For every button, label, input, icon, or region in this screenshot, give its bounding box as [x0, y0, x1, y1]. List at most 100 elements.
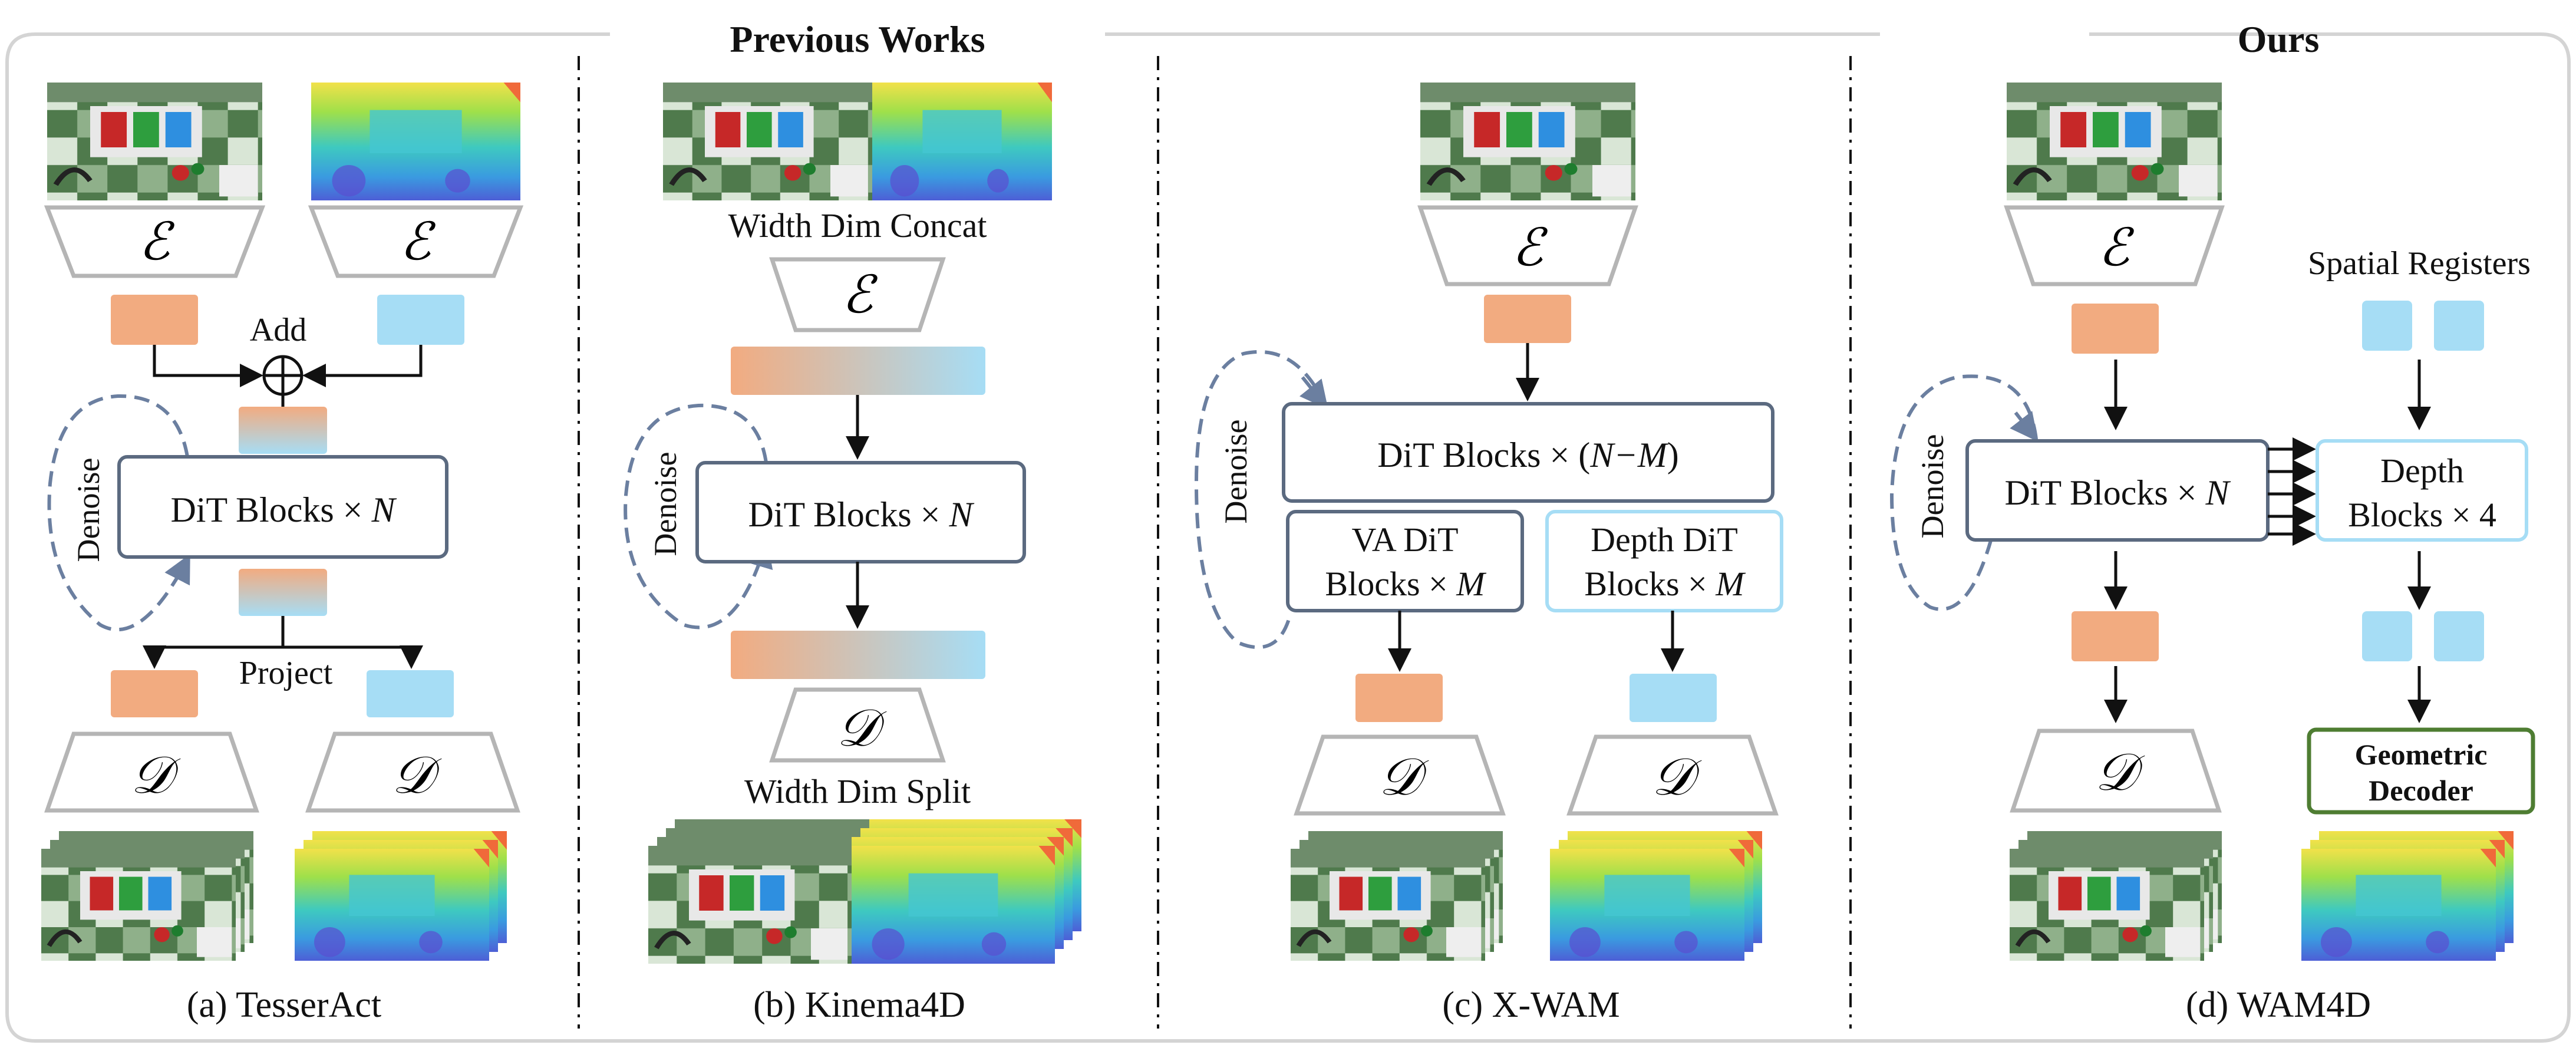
svg-text:ℰ: ℰ — [1512, 217, 1548, 278]
denoise-loop-arrowhead — [2010, 411, 2039, 442]
svg-text:Blocks × 4: Blocks × 4 — [2348, 496, 2496, 534]
rgb-decoder: 𝒟 — [44, 731, 259, 813]
depth-input-image — [872, 83, 1052, 200]
fused-token — [239, 407, 327, 454]
caption-xwam: (c) X-WAM — [1442, 985, 1620, 1025]
va-dit-blocks: VA DiT Blocks × M — [1286, 510, 1524, 612]
arrow-depth-to-add — [302, 345, 423, 387]
depth-register-output-token — [2434, 611, 2484, 661]
depth-register-output-token — [2362, 611, 2412, 661]
geometric-decoder: Geometric Decoder — [2307, 727, 2535, 815]
caption-tesseract: (a) TesserAct — [187, 985, 381, 1025]
svg-text:DiT Blocks × N: DiT Blocks × N — [170, 490, 397, 529]
dit-blocks: DiT Blocks × N — [117, 455, 448, 559]
rgb-output-token — [2072, 611, 2159, 661]
svg-text:Decoder: Decoder — [2369, 774, 2473, 807]
denoise-label: Denoise — [1915, 434, 1950, 539]
depth-output-token — [1630, 674, 1717, 722]
rgb-input-image — [2007, 83, 2222, 200]
svg-text:Depth DiT: Depth DiT — [1591, 520, 1738, 559]
depth-encoder: ℰ — [308, 205, 524, 278]
rgb-decoder: 𝒟 — [1294, 734, 1506, 816]
add-operator — [262, 355, 304, 396]
rgb-input-image — [663, 83, 872, 200]
denoised-token — [239, 569, 327, 616]
rgb-input-image — [47, 83, 262, 200]
svg-text:Blocks × M: Blocks × M — [1584, 565, 1746, 603]
frame-outline — [5, 32, 2571, 1043]
denoise-loop — [624, 403, 773, 630]
depth-output-token — [367, 670, 454, 717]
rgb-latent-token — [1484, 295, 1571, 343]
encoder: ℰ — [769, 257, 946, 332]
rgb-output-video — [41, 831, 253, 961]
panel-kinema4d: Width Dim Concat ℰ Denoise DiT Blocks × … — [624, 83, 1081, 1025]
add-label: Add — [250, 312, 306, 348]
arrow-rgb-to-add — [153, 345, 263, 387]
denoise-label: Denoise — [71, 458, 106, 562]
svg-text:ℰ: ℰ — [400, 211, 436, 272]
rgb-encoder: ℰ — [44, 205, 266, 278]
encoder: ℰ — [2004, 205, 2225, 286]
svg-text:DiT Blocks × (N−M): DiT Blocks × (N−M) — [1377, 436, 1679, 474]
svg-text:ℰ: ℰ — [842, 264, 878, 325]
svg-text:ℰ: ℰ — [138, 211, 174, 272]
depth-decoder: 𝒟 — [1566, 734, 1779, 816]
depth-output-video — [295, 831, 507, 961]
denoise-loop — [1194, 350, 1328, 650]
panel-xwam: ℰ Denoise DiT Blocks × (N−M) VA DiT Bloc… — [1194, 83, 1783, 1025]
svg-text:VA DiT: VA DiT — [1351, 520, 1458, 559]
depth-dit-blocks: Depth DiT Blocks × M — [1545, 510, 1783, 612]
shared-dit-blocks: DiT Blocks × (N−M) — [1282, 402, 1774, 503]
depth-blocks: Depth Blocks × 4 — [2316, 439, 2528, 542]
denoise-loop-arrowhead — [1299, 376, 1328, 410]
denoise-loop — [47, 394, 190, 632]
svg-text:ℰ: ℰ — [2098, 217, 2134, 278]
rgb-output-video — [2010, 831, 2222, 961]
rgb-latent-token — [111, 295, 198, 345]
rgb-latent-token — [2072, 304, 2159, 354]
spatial-register-token — [2362, 301, 2412, 351]
frame: Previous Works Ours — [5, 18, 2571, 1043]
svg-text:DiT Blocks × N: DiT Blocks × N — [748, 495, 974, 534]
depth-latent-token — [377, 295, 464, 345]
decoder: 𝒟 — [769, 687, 946, 763]
denoise-label: Denoise — [1218, 420, 1254, 524]
rgb-output-token — [1355, 674, 1443, 722]
denoise-label: Denoise — [648, 452, 683, 556]
depth-output-video — [1550, 831, 1762, 961]
rgb-output-token — [111, 670, 198, 717]
rgb-output-video — [1291, 831, 1503, 961]
dit-blocks: DiT Blocks × N — [1965, 439, 2270, 542]
header-ours: Ours — [2238, 18, 2320, 60]
depth-decoder: 𝒟 — [305, 731, 520, 813]
svg-text:DiT Blocks × N: DiT Blocks × N — [2004, 473, 2231, 512]
output-video — [648, 819, 1081, 964]
denoised-concat-token — [731, 631, 985, 679]
svg-text:Blocks × M: Blocks × M — [1325, 565, 1486, 603]
rgb-input-image — [1420, 83, 1635, 200]
split-label: Width Dim Split — [744, 772, 971, 810]
panel-wam4d: ℰ Spatial Registers Denoise DiT Blocks ×… — [1889, 83, 2535, 1025]
svg-text:Geometric: Geometric — [2355, 738, 2488, 771]
dit-blocks: DiT Blocks × N — [695, 461, 1026, 563]
svg-text:Depth: Depth — [2380, 452, 2464, 490]
denoise-loop — [1889, 374, 2038, 611]
decoder: 𝒟 — [2010, 729, 2222, 813]
project-arrows — [154, 616, 411, 649]
header-previous-works: Previous Works — [730, 18, 985, 60]
concat-token — [731, 347, 985, 395]
spatial-register-token — [2434, 301, 2484, 351]
dit-to-depth-arrows — [2268, 437, 2316, 546]
depth-input-image — [311, 83, 520, 200]
spatial-registers-label: Spatial Registers — [2308, 245, 2531, 282]
caption-wam4d: (d) WAM4D — [2186, 985, 2371, 1025]
caption-kinema4d: (b) Kinema4D — [753, 985, 965, 1025]
panel-separators — [578, 56, 1852, 1029]
encoder: ℰ — [1417, 205, 1638, 286]
concat-label: Width Dim Concat — [728, 206, 987, 245]
project-label: Project — [239, 655, 333, 691]
panel-tesseract: ℰ ℰ Add Denoise DiT Blocks × N Project — [41, 83, 524, 1025]
depth-output-video — [2301, 831, 2514, 961]
